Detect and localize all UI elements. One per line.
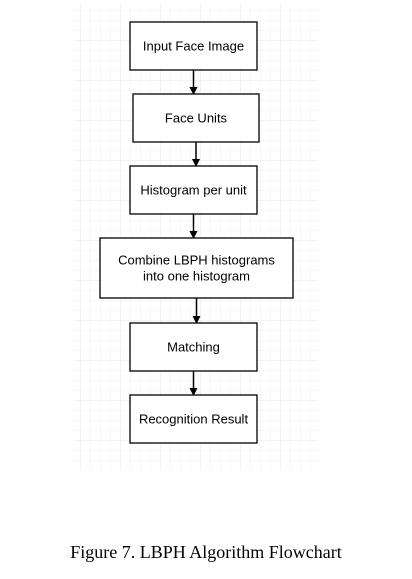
- node-box-matching: [129, 322, 258, 372]
- node-units: Face Units: [132, 93, 260, 143]
- node-label-matching: Matching: [167, 340, 220, 355]
- node-histogram: Histogram per unit: [129, 165, 258, 215]
- node-input: Input Face Image: [129, 21, 258, 71]
- node-label-result: Recognition Result: [139, 412, 249, 427]
- figure-caption: Figure 7. LBPH Algorithm Flowchart: [70, 542, 342, 562]
- node-label-combine-line-2: into one histogram: [143, 269, 250, 284]
- node-box-input: [129, 21, 258, 71]
- node-box-histogram: [129, 165, 258, 215]
- node-box-units: [132, 93, 260, 143]
- node-label-input: Input Face Image: [143, 39, 244, 54]
- node-label-combine-line-1: Combine LBPH histograms: [118, 253, 275, 268]
- node-label-histogram: Histogram per unit: [140, 183, 247, 198]
- node-box-result: [129, 394, 258, 444]
- node-result: Recognition Result: [129, 394, 258, 444]
- edges-layer: [189, 70, 201, 396]
- node-label-units: Face Units: [165, 111, 228, 126]
- node-matching: Matching: [129, 322, 258, 372]
- node-box-combine: [99, 237, 294, 299]
